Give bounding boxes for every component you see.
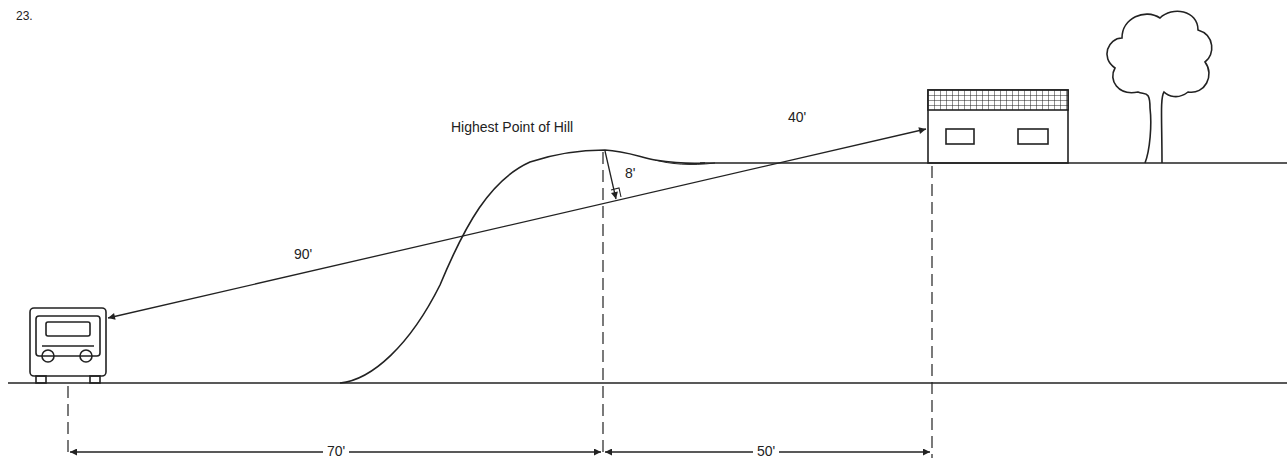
ground-line: [8, 382, 1287, 384]
dimension-label: 50': [753, 444, 779, 459]
house-figure: [928, 90, 1068, 163]
hill-label: Highest Point of Hill: [451, 120, 573, 135]
dimension-label: 90': [294, 247, 312, 262]
dimension-label: 40': [788, 110, 806, 125]
height-leader: [605, 151, 616, 199]
dimension-label: 8': [625, 166, 635, 181]
sight-line: [108, 129, 926, 318]
problem-number: 23.: [16, 10, 33, 23]
dimension-label: 70': [323, 444, 349, 459]
tree-figure: [1107, 11, 1212, 163]
hill-outline: [340, 150, 705, 383]
right-angle-mark: [611, 188, 621, 197]
truck-figure: [30, 308, 106, 383]
